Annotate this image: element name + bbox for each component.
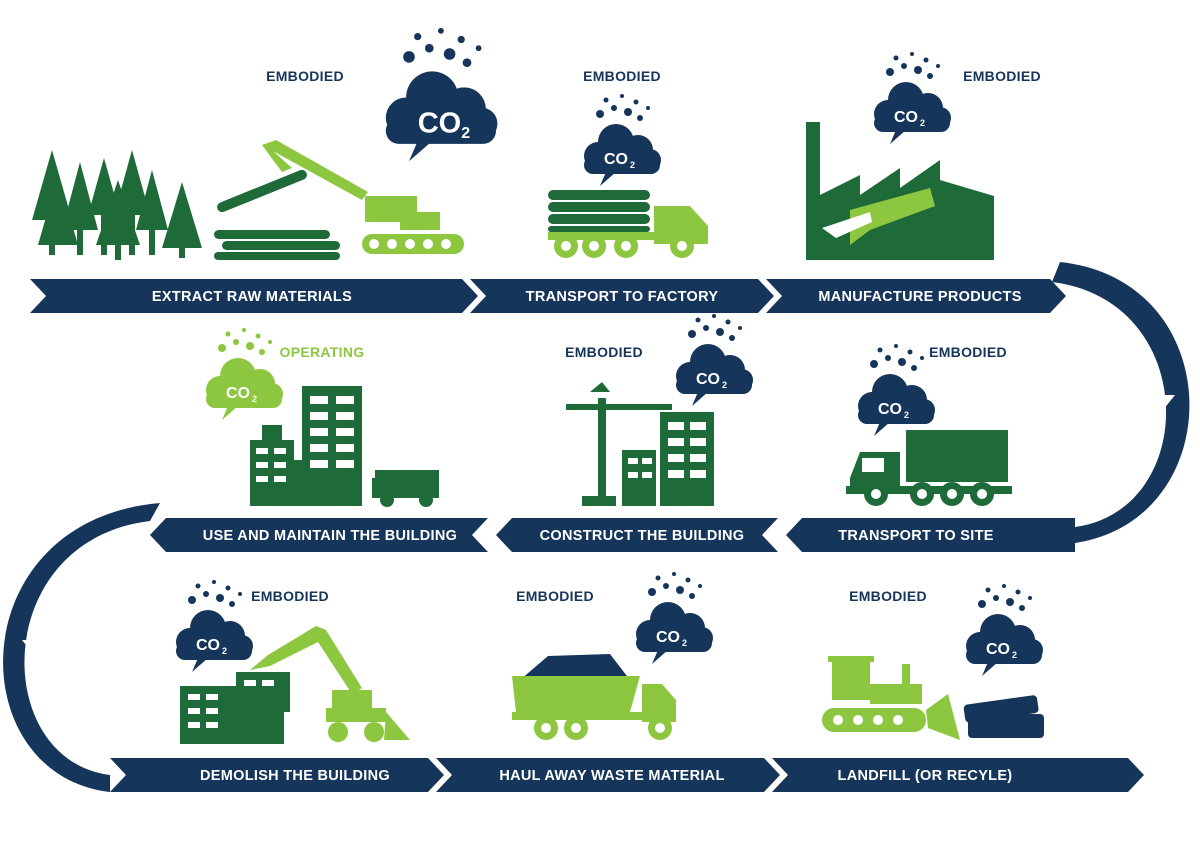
tag-transport-site: EMBODIED [929,344,1007,360]
tag-landfill: EMBODIED [849,588,927,604]
factory-icon [806,122,994,260]
step-bar-manufacture-products: MANUFACTURE PRODUCTS [766,279,1066,313]
tower-crane-building-icon [566,382,714,506]
tag-transport-factory: EMBODIED [583,68,661,84]
svg-text:CO: CO [894,109,918,126]
svg-text:2: 2 [630,160,635,170]
svg-text:CO: CO [196,637,220,654]
logging-truck-icon [548,190,708,258]
step-bar-demolish-the-building: DEMOLISH THE BUILDING [110,758,444,792]
svg-text:2: 2 [1012,650,1017,660]
co2-cloud-manufacture: CO 2 [874,52,951,144]
step-label-use-and-maintain: USE AND MAINTAIN THE BUILDING [203,528,457,544]
svg-text:CO: CO [878,401,902,418]
co2-cloud-transport-factory: CO 2 [584,94,661,186]
step-label-extract-raw-materials: EXTRACT RAW MATERIALS [152,289,352,305]
flow-bar-row-3: DEMOLISH THE BUILDING HAUL AWAY WASTE MA… [110,758,1144,792]
step-label-demolish-the-building: DEMOLISH THE BUILDING [200,768,390,784]
step-bar-construct-the-building: CONSTRUCT THE BUILDING [496,518,778,552]
co2-cloud-operating: CO 2 [206,328,283,420]
tag-haul: EMBODIED [516,588,594,604]
forest-icon [32,150,202,260]
excavator-demolition-icon [180,626,410,744]
flow-bar-row-2: USE AND MAINTAIN THE BUILDING CONSTRUCT … [150,518,1075,552]
step-label-landfill-or-recyle: LANDFILL (OR RECYLE) [838,768,1013,784]
co2-cloud-construct: CO 2 [676,314,753,406]
emission-tags: EMBODIED EMBODIED EMBODIED OPERATING EMB… [251,68,1041,604]
svg-text:CO: CO [656,629,680,646]
delivery-truck-icon [846,430,1012,506]
svg-text:2: 2 [904,410,909,420]
step-bar-extract-raw-materials: EXTRACT RAW MATERIALS [30,279,478,313]
step-bar-landfill-or-recyle: LANDFILL (OR RECYLE) [772,758,1144,792]
step-bar-use-and-maintain: USE AND MAINTAIN THE BUILDING [150,518,488,552]
tag-construct: EMBODIED [565,344,643,360]
svg-text:2: 2 [722,380,727,390]
connector-left [3,503,160,792]
logging-crane-icon [214,140,464,260]
flow-bar-row-1: EXTRACT RAW MATERIALS TRANSPORT TO FACTO… [30,279,1066,313]
tag-use-maintain: OPERATING [280,344,365,360]
svg-text:2: 2 [461,125,470,142]
co2-cloud-transport-site: CO 2 [858,344,935,436]
tag-demolish: EMBODIED [251,588,329,604]
tag-manufacture: EMBODIED [963,68,1041,84]
svg-text:2: 2 [222,646,227,656]
step-bar-transport-to-factory: TRANSPORT TO FACTORY [470,279,774,313]
step-bar-transport-to-site: TRANSPORT TO SITE [786,518,1075,552]
svg-text:CO: CO [604,151,628,168]
step-label-transport-to-factory: TRANSPORT TO FACTORY [526,289,719,305]
svg-text:CO: CO [418,107,462,139]
step-label-transport-to-site: TRANSPORT TO SITE [838,528,994,544]
operating-building-icon [250,386,439,507]
co2-cloud-haul: CO 2 [636,572,713,664]
connector-right [1052,262,1190,543]
co2-cloud-landfill: CO 2 [966,584,1043,676]
svg-text:2: 2 [252,394,257,404]
dump-truck-icon [512,654,676,740]
step-label-haul-away-waste: HAUL AWAY WASTE MATERIAL [499,768,724,784]
bulldozer-icon [822,656,1044,740]
step-bar-haul-away-waste: HAUL AWAY WASTE MATERIAL [436,758,780,792]
svg-text:2: 2 [920,118,925,128]
svg-text:CO: CO [696,371,720,388]
step-label-construct-the-building: CONSTRUCT THE BUILDING [540,528,745,544]
svg-text:CO: CO [986,641,1010,658]
co2-cloud-extract: CO 2 [385,27,498,162]
tag-extract: EMBODIED [266,68,344,84]
step-label-manufacture-products: MANUFACTURE PRODUCTS [818,289,1021,305]
co2-cloud-demolish: CO 2 [176,580,253,672]
svg-text:CO: CO [226,385,250,402]
svg-text:2: 2 [682,638,687,648]
